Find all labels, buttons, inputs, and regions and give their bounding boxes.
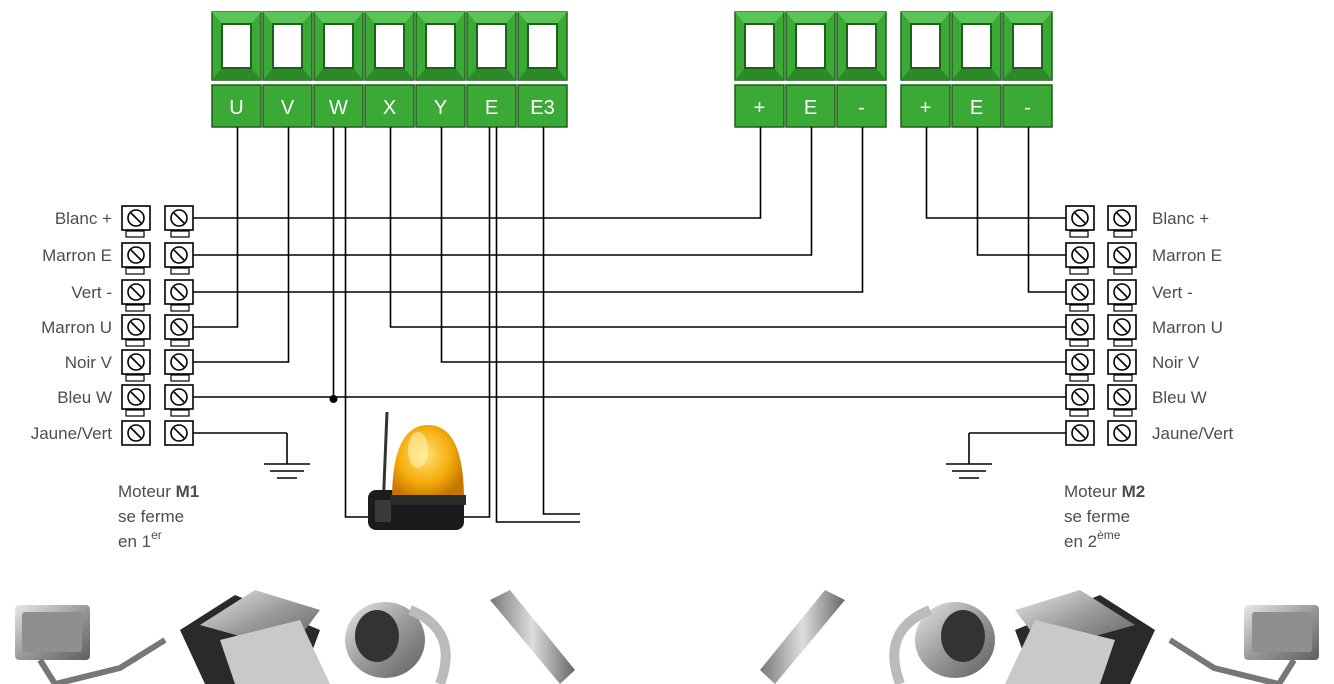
- wire-color-label: Jaune/Vert: [31, 424, 113, 443]
- terminal-enc1-0: +: [734, 11, 785, 128]
- terminal-label: +: [920, 97, 932, 119]
- block-row-m2: Blanc +: [1065, 205, 1209, 238]
- terminal-label: -: [858, 97, 865, 119]
- terminal-main-1: V: [262, 11, 313, 128]
- block-row-m1: Bleu W: [57, 384, 194, 417]
- motor1-caption: Moteur M1 se ferme en 1er: [118, 482, 199, 551]
- block-row-m2: Marron U: [1065, 314, 1223, 347]
- ground-symbol-icon: [264, 433, 310, 479]
- svg-text:Moteur M2: Moteur M2: [1064, 482, 1145, 501]
- gate-motor-icon: [1005, 590, 1155, 684]
- wire-color-label: Jaune/Vert: [1152, 424, 1234, 443]
- terminal-label: Y: [434, 97, 447, 119]
- block-row-m2: Noir V: [1065, 349, 1200, 382]
- block-row-m1: Noir V: [65, 349, 194, 382]
- wire-color-label: Bleu W: [57, 388, 112, 407]
- terminal-main-6: E3: [517, 11, 568, 128]
- terminal-enc2-1: E: [951, 11, 1002, 128]
- wire-color-label: Noir V: [65, 353, 113, 372]
- terminal-label: E: [804, 97, 817, 119]
- svg-text:Moteur M1: Moteur M1: [118, 482, 199, 501]
- terminal-enc1-1: E: [785, 11, 836, 128]
- block-row-m2: Marron E: [1065, 242, 1222, 275]
- svg-text:en 2ème: en 2ème: [1064, 528, 1121, 551]
- ground-symbol-icon: [946, 433, 992, 479]
- warning-lamp-icon: [368, 411, 466, 530]
- block-row-m1: Blanc +: [55, 205, 194, 238]
- terminal-label: -: [1024, 97, 1031, 119]
- terminal-label: X: [383, 97, 396, 119]
- terminal-enc1-2: -: [836, 11, 887, 128]
- terminal-main-5: E: [466, 11, 517, 128]
- terminal-label: E: [485, 97, 498, 119]
- wire-color-label: Vert -: [71, 283, 112, 302]
- wire-color-label: Marron U: [41, 318, 112, 337]
- terminal-main-4: Y: [415, 11, 466, 128]
- terminal-label: E: [970, 97, 983, 119]
- block-row-m1: Vert -: [71, 279, 194, 312]
- terminal-main-2: W: [313, 11, 364, 128]
- block-row-m1: Jaune/Vert: [31, 420, 194, 446]
- terminal-main-3: X: [364, 11, 415, 128]
- terminal-label: E3: [530, 97, 554, 119]
- svg-text:se ferme: se ferme: [118, 507, 184, 526]
- wire-color-label: Vert -: [1152, 283, 1193, 302]
- terminal-label: +: [754, 97, 766, 119]
- terminal-main-0: U: [211, 11, 262, 128]
- terminal-label: W: [329, 97, 348, 119]
- block-row-m2: Vert -: [1065, 279, 1193, 312]
- gate-motor-icon: [180, 590, 330, 684]
- gate-motor-icon: [345, 602, 451, 684]
- block-row-m1: Marron U: [41, 314, 194, 347]
- wires: [193, 127, 1066, 523]
- wire-color-label: Blanc +: [55, 209, 112, 228]
- gate-motor-icon: [760, 590, 845, 684]
- svg-text:en 1er: en 1er: [118, 528, 162, 551]
- wire-color-label: Blanc +: [1152, 209, 1209, 228]
- block-row-m2: Jaune/Vert: [1065, 420, 1234, 446]
- wire-color-label: Marron U: [1152, 318, 1223, 337]
- terminal-enc2-0: +: [900, 11, 951, 128]
- motor-terminal-blocks: Blanc + Marron E Vert - Marron U Noir V Bleu …: [31, 205, 1234, 446]
- terminal-strips: U V W X Y E E3 + E - + E -: [211, 11, 1053, 128]
- terminal-label: U: [229, 97, 243, 119]
- block-row-m1: Marron E: [42, 242, 194, 275]
- wire-color-label: Noir V: [1152, 353, 1200, 372]
- wire-color-label: Marron E: [42, 246, 112, 265]
- terminal-enc2-2: -: [1002, 11, 1053, 128]
- svg-text:se ferme: se ferme: [1064, 507, 1130, 526]
- gate-motor-icon: [889, 602, 995, 684]
- motor2-caption: Moteur M2 se ferme en 2ème: [1064, 482, 1145, 551]
- wire-color-label: Marron E: [1152, 246, 1222, 265]
- block-row-m2: Bleu W: [1065, 384, 1207, 417]
- gate-motor-icon: [1168, 605, 1319, 684]
- gate-motor-icon: [15, 605, 167, 684]
- gate-motor-icon: [490, 590, 575, 684]
- wire-color-label: Bleu W: [1152, 388, 1207, 407]
- terminal-label: V: [281, 97, 295, 119]
